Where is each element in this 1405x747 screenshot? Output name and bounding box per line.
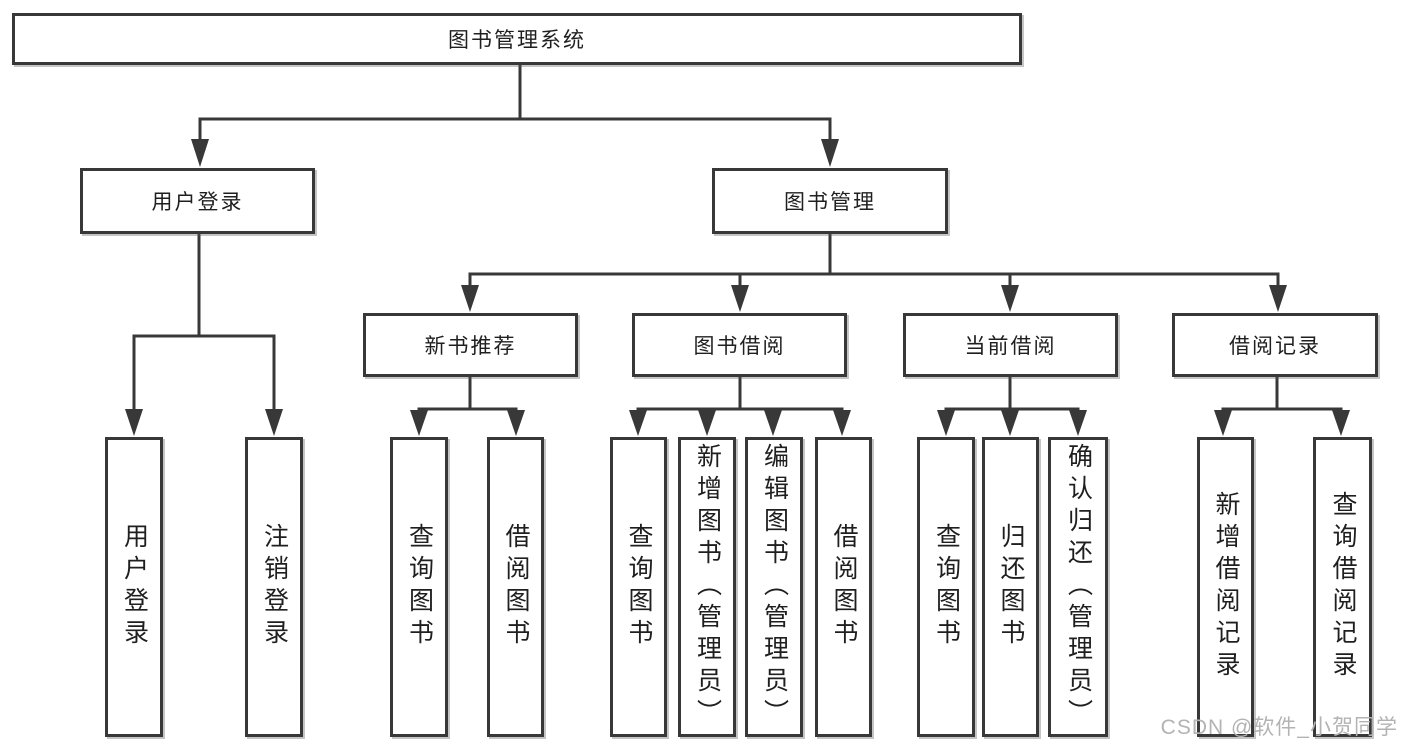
node-label: 图书管理系统 [448,29,586,52]
node-label: 注销登录 [260,523,289,651]
node-label: 当前借阅 [964,335,1057,358]
csdn-watermark: CSDN @软件_小贺同学 [1160,716,1398,739]
leaf-borrow-books: 借阅图书 [815,437,872,737]
leaf-return-book: 归还图书 [982,437,1039,737]
leaf-query-books: 查询图书 [390,437,448,737]
node-current-borrowing: 当前借阅 [903,313,1118,377]
leaf-query-borrow-record: 查询借阅记录 [1313,437,1372,737]
node-label: 用户登录 [120,523,149,651]
node-label: 查询图书 [625,523,653,651]
leaf-add-borrow-record: 新增借阅记录 [1197,437,1254,737]
node-book-management: 图书管理 [712,168,948,234]
arrowheads [125,139,1350,436]
leaf-query-books: 查询图书 [610,437,667,737]
node-label: 借阅图书 [830,523,858,651]
node-label: 借阅图书 [502,523,530,651]
leaf-borrow-books: 借阅图书 [487,437,544,737]
node-label: 新增借阅记录 [1212,491,1240,683]
node-label: 查询借阅记录 [1329,491,1357,683]
leaf-add-book-admin: 新增图书（管理员） [678,437,736,737]
node-label: 新书推荐 [424,335,517,358]
leaf-confirm-return-admin: 确认归还（管理员） [1048,437,1108,737]
node-book-borrowing: 图书借阅 [632,313,847,377]
node-label: 图书借阅 [693,335,786,358]
node-label: 新增图书（管理员） [693,443,722,731]
node-label: 用户登录 [151,191,244,214]
leaf-edit-book-admin: 编辑图书（管理员） [745,437,803,737]
node-label: 图书管理 [784,191,876,214]
node-user-login: 用户登录 [80,168,315,234]
node-label: 确认归还（管理员） [1064,443,1093,731]
node-label: 查询图书 [932,523,961,651]
leaf-user-login: 用户登录 [105,437,163,737]
node-label: 归还图书 [997,523,1025,651]
node-label: 查询图书 [405,523,434,651]
node-label: 编辑图书（管理员） [760,443,789,731]
node-label: 借阅记录 [1229,335,1321,358]
node-new-book-recommendation: 新书推荐 [363,313,578,377]
node-borrowing-records: 借阅记录 [1172,313,1378,377]
leaf-logout: 注销登录 [245,437,303,737]
node-library-management-system: 图书管理系统 [12,13,1022,65]
leaf-query-books: 查询图书 [917,437,975,737]
